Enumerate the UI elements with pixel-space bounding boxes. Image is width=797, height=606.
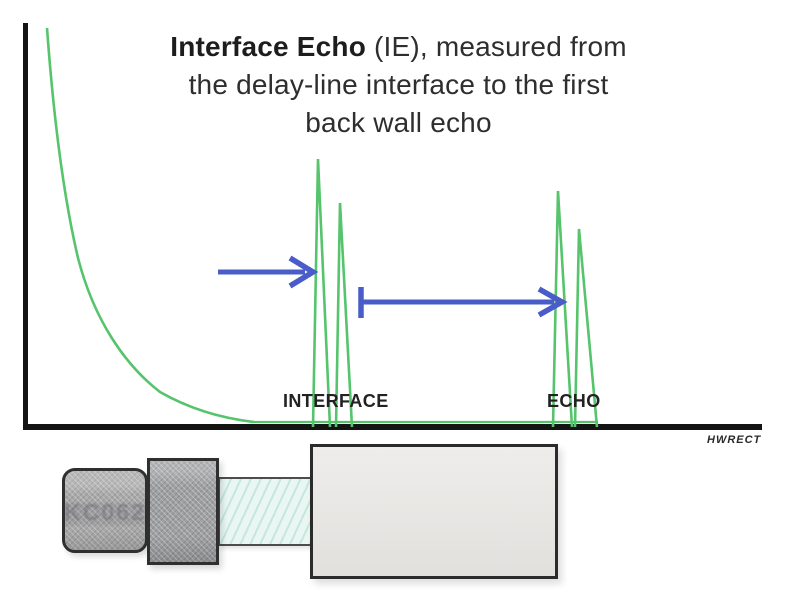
title-line-2: the delay-line interface to the first	[188, 69, 609, 100]
watermark-label: HWRECT	[707, 434, 762, 446]
x-axis-baseline	[23, 424, 762, 430]
pointer-arrow-head	[288, 255, 319, 289]
measurement-arrow	[358, 286, 568, 318]
interface-echo-spike-2	[334, 202, 354, 428]
figure-title: Interface Echo (IE), measured from the d…	[0, 28, 797, 142]
pointer-arrow	[218, 255, 319, 289]
title-line-1-rest: (IE), measured from	[366, 31, 627, 62]
knurled-ring	[147, 458, 219, 565]
echo-label: ECHO	[547, 391, 601, 411]
measurement-arrow-head	[537, 286, 568, 318]
end-cap-engraving: KC062	[64, 499, 146, 525]
transducer-body	[310, 444, 558, 579]
interface-echo-spike-1	[311, 158, 332, 428]
delay-line-tip	[218, 477, 318, 546]
interface-label: INTERFACE	[283, 391, 389, 411]
waveform-plot	[23, 23, 762, 430]
title-line-1: Interface Echo (IE), measured from	[0, 28, 797, 66]
title-line-3: back wall echo	[305, 107, 492, 138]
back-wall-echo-spike-2	[573, 228, 599, 428]
y-axis	[23, 23, 28, 430]
transducer-end-cap: KC062	[62, 468, 148, 553]
title-bold-term: Interface Echo	[170, 31, 367, 62]
initial-pulse-decay-curve	[45, 27, 255, 424]
back-wall-echo-spike-1	[551, 190, 574, 428]
